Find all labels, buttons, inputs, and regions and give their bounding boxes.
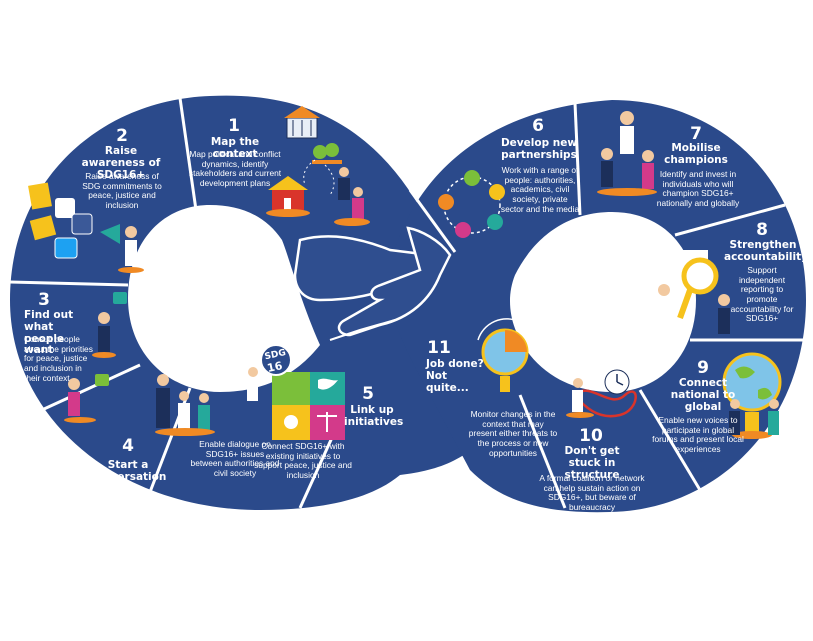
handshake-icon	[293, 226, 452, 341]
segment-11-description: Monitor changes in the context that may …	[468, 409, 558, 458]
segment-7-title: Mobilise champions	[664, 142, 728, 166]
segment-10-description: A formal coalition or network can help s…	[539, 473, 645, 512]
segment-9-number: 9	[697, 358, 709, 378]
social-media-icon	[28, 182, 93, 259]
dialogue-people-icon	[155, 374, 215, 436]
segment-3-description: Consult people about the priorities for …	[24, 334, 93, 383]
segment-8-title: Strengthen accountability	[724, 239, 808, 263]
segment-8-number: 8	[756, 220, 768, 240]
monitor-changes-icon	[477, 318, 529, 392]
segment-1-number: 1	[228, 116, 240, 136]
segment-11-title: Job done? Not quite...	[426, 358, 484, 394]
segment-2-description: Raise awareness of SDG commitments to pe…	[82, 171, 162, 210]
right-loop-band	[388, 100, 806, 513]
champions-people-icon	[597, 111, 657, 196]
segment-10-title: Don't get stuck in structure	[564, 445, 620, 481]
document-icon	[566, 345, 596, 379]
government-building-icon	[284, 106, 320, 139]
partnerships-network-icon	[438, 170, 505, 238]
global-voices-people-icon	[729, 399, 779, 435]
people-consulting-icon	[64, 312, 116, 423]
segment-6-number: 6	[532, 116, 544, 136]
sdg16-badge-label: SDG 16	[264, 348, 290, 375]
left-loop-band	[10, 95, 509, 510]
segment-6-title: Develop new partnerships	[500, 137, 578, 161]
segment-2-title: Raise awareness of SDG16+	[81, 145, 161, 181]
segment-9-description: Enable new voices to participate in glob…	[652, 415, 744, 454]
segment-9-title: Connect national to global	[670, 377, 736, 413]
segment-5-description: Connect SDG16+ with existing initiatives…	[254, 441, 352, 480]
segment-4-description: Enable dialogue on SDG16+ issues between…	[190, 439, 280, 478]
segment-7-number: 7	[690, 124, 702, 144]
segment-7-description: Identify and invest in individuals who w…	[656, 169, 740, 208]
speech-bubble-icon	[95, 292, 127, 386]
house-icon	[266, 176, 310, 217]
justice-scales-icon	[317, 412, 337, 432]
segment-11-number: 11	[427, 338, 451, 358]
person-puzzle-icon	[247, 367, 258, 401]
segment-5-title: Link up initiatives	[344, 404, 404, 428]
reporters-people-icon	[658, 284, 730, 334]
segment-3-title: Find out what people want	[24, 309, 74, 357]
person-megaphone-icon	[118, 226, 144, 273]
segment-4-title: Start a conversation	[89, 459, 167, 483]
segment-3-number: 3	[38, 290, 50, 310]
globe-icon	[722, 352, 782, 439]
magnifier-icon	[677, 250, 719, 320]
segment-1-description: Map political and conflict dynamics, ide…	[188, 149, 282, 188]
sdg16-badge	[260, 344, 292, 376]
segment-2-number: 2	[116, 126, 128, 146]
red-tape-icon	[573, 389, 637, 418]
segment-5-number: 5	[362, 384, 374, 404]
peace-dove-icon	[318, 378, 338, 390]
segment-1-title: Map the context	[210, 136, 260, 160]
stuck-person-icon	[566, 378, 594, 418]
segment-4-number: 4	[122, 436, 134, 456]
segment-10-number: 10	[579, 426, 603, 446]
stakeholders-people-icon	[334, 167, 370, 226]
segment-6-description: Work with a range of people: authorities…	[500, 165, 580, 214]
segment-8-description: Support independent reporting to promote…	[730, 265, 794, 324]
tree-icon	[312, 143, 342, 164]
clock-icon	[604, 369, 630, 395]
megaphone-icon	[100, 224, 120, 244]
